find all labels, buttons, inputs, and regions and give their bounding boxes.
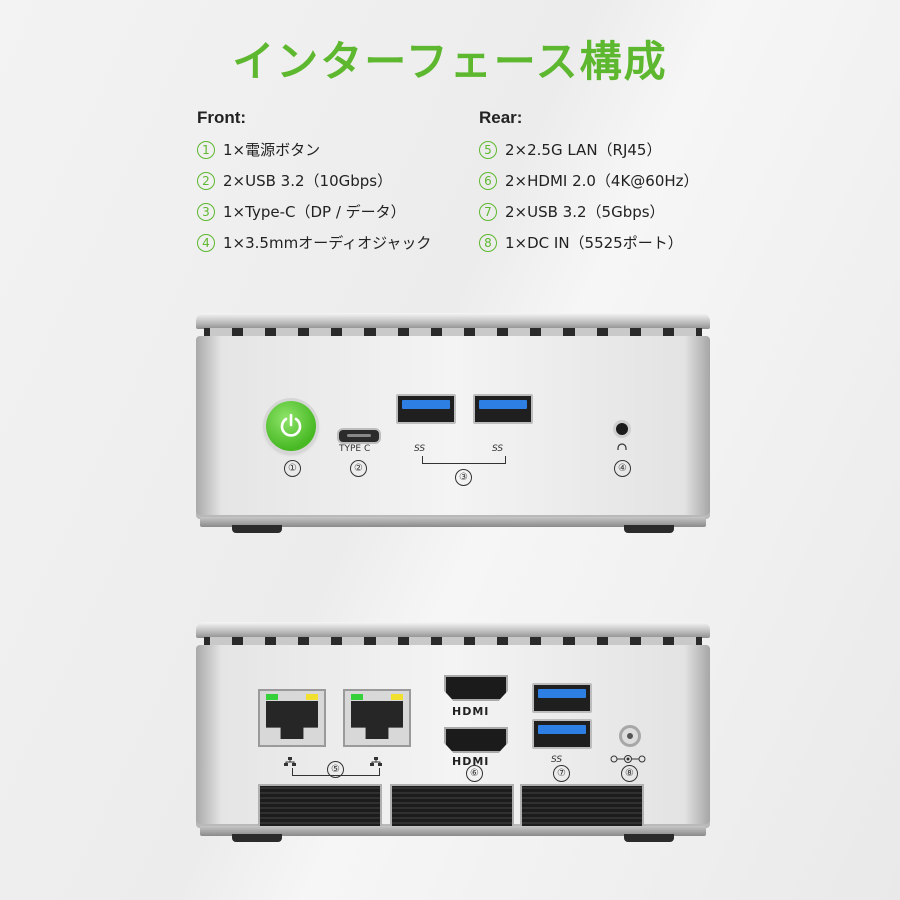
usb-port bbox=[396, 394, 456, 424]
audio-jack bbox=[613, 420, 631, 438]
hdmi-port bbox=[444, 727, 508, 753]
vent-grille bbox=[520, 784, 644, 834]
usb-icon: SS bbox=[414, 444, 426, 454]
hdmi-logo: HDMI bbox=[452, 755, 490, 768]
hdmi-logo: HDMI bbox=[452, 705, 490, 718]
headphone-icon bbox=[617, 443, 627, 450]
marker-8: ⑧ bbox=[621, 765, 638, 782]
marker-1: ① bbox=[284, 460, 301, 477]
lan-port bbox=[258, 689, 326, 747]
usb-icon: SS bbox=[551, 755, 563, 765]
dc-icon bbox=[610, 755, 646, 763]
page-title: インターフェース構成 bbox=[232, 37, 668, 86]
lan-port bbox=[343, 689, 411, 747]
marker-3: ③ bbox=[455, 469, 472, 486]
typec-port bbox=[337, 428, 381, 444]
dc-in-port bbox=[619, 725, 641, 747]
hdmi-port bbox=[444, 675, 508, 701]
front-device-image: ① TYPE C ② SS SS ③ ④ bbox=[196, 313, 710, 533]
usb-port bbox=[473, 394, 533, 424]
marker-7: ⑦ bbox=[553, 765, 570, 782]
usb-port bbox=[532, 683, 592, 713]
network-icon bbox=[284, 757, 296, 766]
power-icon bbox=[280, 413, 302, 437]
power-button bbox=[266, 401, 316, 451]
network-icon bbox=[370, 757, 382, 766]
marker-6: ⑥ bbox=[466, 765, 483, 782]
rear-heading: Rear: bbox=[479, 108, 523, 127]
marker-5: ⑤ bbox=[327, 761, 344, 778]
usb-port bbox=[532, 719, 592, 749]
rear-device-image: ⑤ HDMI HDMI ⑥ SS ⑦ ⑧ bbox=[196, 622, 710, 842]
vent-grille bbox=[390, 784, 514, 834]
typec-label: TYPE C bbox=[339, 444, 371, 454]
usb-icon: SS bbox=[492, 444, 504, 454]
marker-2: ② bbox=[350, 460, 367, 477]
front-heading: Front: bbox=[197, 108, 247, 127]
bracket bbox=[422, 456, 506, 464]
marker-4: ④ bbox=[614, 460, 631, 477]
